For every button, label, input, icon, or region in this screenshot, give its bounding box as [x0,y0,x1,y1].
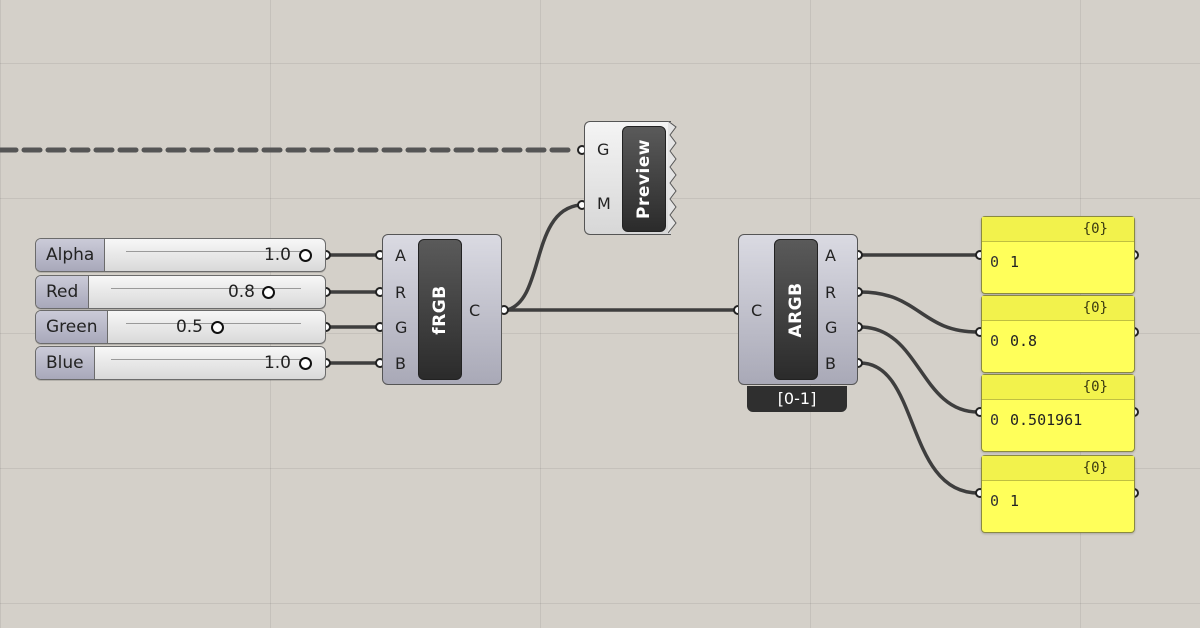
frgb-input-r: R [395,283,407,302]
panel-header: {0} [982,217,1134,242]
panel-header: {0} [982,375,1134,400]
frgb-output-c: C [469,301,481,320]
slider-knob[interactable] [211,321,224,334]
panel-index: 0 [990,332,1000,350]
preview-input-m: M [597,194,611,213]
slider-value: 1.0 [263,353,291,373]
slider-red[interactable]: Red 0.8 [35,275,326,309]
slider-knob[interactable] [262,286,275,299]
argb-range-tag: [0-1] [747,386,847,412]
preview-input-g: G [597,140,610,159]
wire-argb-b [858,361,980,495]
preview-component[interactable]: G M Preview [584,121,671,235]
panel-index: 0 [990,411,1000,429]
argb-component[interactable]: C ARGB A R G B [738,234,858,385]
slider-label: Green [36,311,109,343]
frgb-input-g: G [395,318,408,337]
panel-value: 0.8 [1010,332,1038,350]
argb-output-b: B [825,354,836,373]
panel-header: {0} [982,296,1134,321]
panel-value: 1 [1010,492,1020,510]
slider-knob[interactable] [299,249,312,262]
preview-core: Preview [622,126,666,232]
wire-frgb-to-preview [505,203,582,312]
preview-zigzag-edge [668,121,677,234]
slider-label: Red [36,276,90,308]
frgb-core: fRGB [418,239,462,380]
slider-track [111,353,301,360]
panel-alpha[interactable]: {0} 0 1 [981,216,1135,294]
frgb-component[interactable]: A R G B fRGB C [382,234,502,385]
slider-label: Blue [36,347,95,379]
panel-index: 0 [990,492,1000,510]
argb-input-c: C [751,301,763,320]
panel-value: 1 [1010,253,1020,271]
panel-red[interactable]: {0} 0 0.8 [981,295,1135,373]
panel-blue[interactable]: {0} 0 1 [981,455,1135,533]
slider-value: 1.0 [263,245,291,265]
panel-header: {0} [982,456,1134,481]
slider-alpha[interactable]: Alpha 1.0 [35,238,326,272]
slider-track [111,282,301,289]
frgb-input-b: B [395,354,406,373]
argb-output-a: A [825,246,836,265]
wire-argb-r [858,290,980,334]
panel-value: 0.501961 [1010,411,1083,429]
argb-core: ARGB [774,239,818,380]
frgb-input-a: A [395,246,406,265]
slider-blue[interactable]: Blue 1.0 [35,346,326,380]
preview-title: Preview [634,138,654,220]
frgb-title: fRGB [430,284,450,335]
slider-label: Alpha [36,239,106,271]
panel-green[interactable]: {0} 0 0.501961 [981,374,1135,452]
slider-value: 0.5 [175,317,203,337]
argb-title: ARGB [786,281,806,338]
panel-index: 0 [990,253,1000,271]
slider-knob[interactable] [299,357,312,370]
slider-track [126,245,301,252]
slider-green[interactable]: Green 0.5 [35,310,326,344]
argb-output-r: R [825,283,837,302]
argb-output-g: G [825,318,838,337]
slider-value: 0.8 [227,282,255,302]
wire-argb-g [858,325,980,414]
